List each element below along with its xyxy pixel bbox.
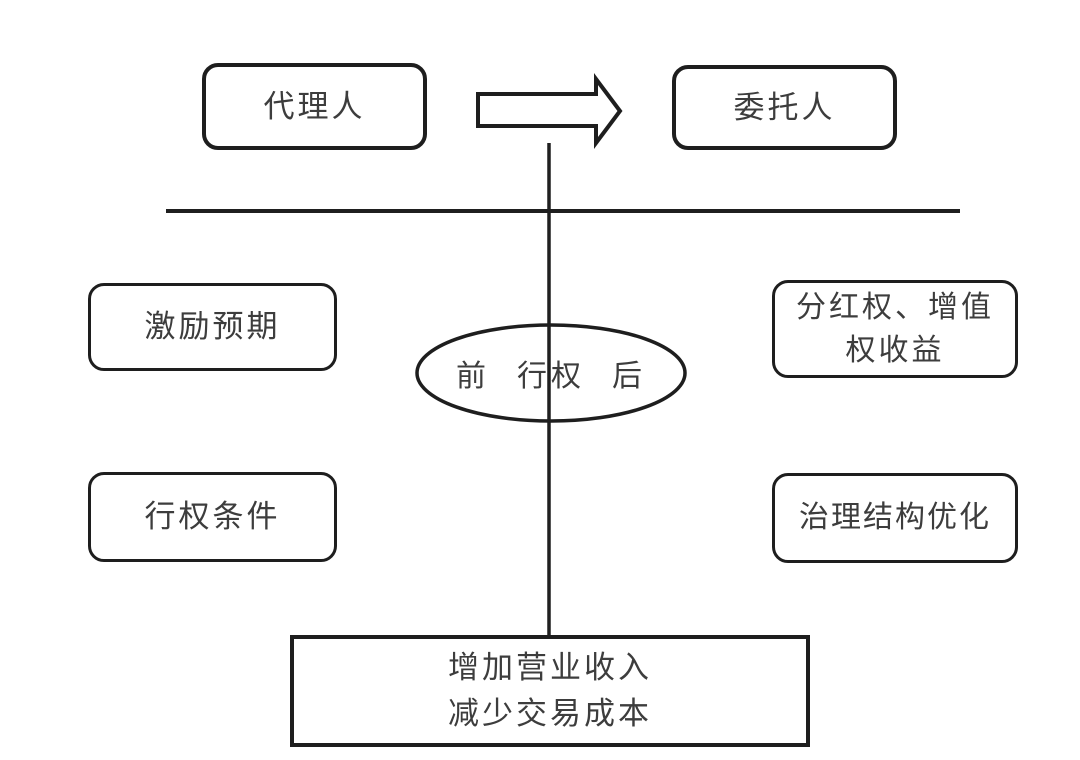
node-exercise-conditions: 行权条件: [88, 472, 337, 562]
node-exercise-conditions-label: 行权条件: [144, 499, 281, 535]
node-outcome-line1: 增加营业收入: [448, 649, 652, 685]
exercise-label-middle: 行权: [517, 360, 585, 393]
node-principal-label: 委托人: [733, 89, 836, 125]
exercise-label-before: 前: [456, 360, 490, 393]
exercise-ellipse: [415, 323, 687, 423]
node-incentive-expectation-label: 激励预期: [144, 309, 281, 345]
node-governance-optimization-label: 治理结构优化: [799, 500, 991, 534]
node-dividend-rights-line1: 分红权、增值: [796, 290, 994, 324]
exercise-ellipse-label: 前 行权 后: [417, 349, 685, 397]
node-dividend-rights-line2: 权收益: [845, 334, 945, 367]
node-governance-optimization: 治理结构优化: [772, 473, 1018, 563]
node-outcome-line2: 减少交易成本: [448, 696, 652, 731]
node-agent-label: 代理人: [263, 88, 366, 124]
exercise-label-after: 后: [612, 360, 646, 393]
right-block-arrow-icon: [476, 73, 623, 149]
node-agent: 代理人: [202, 63, 427, 150]
node-dividend-rights: 分红权、增值 权收益: [772, 280, 1018, 378]
node-principal: 委托人: [672, 65, 897, 150]
node-outcome: 增加营业收入 减少交易成本: [290, 635, 810, 747]
node-incentive-expectation: 激励预期: [88, 283, 337, 371]
